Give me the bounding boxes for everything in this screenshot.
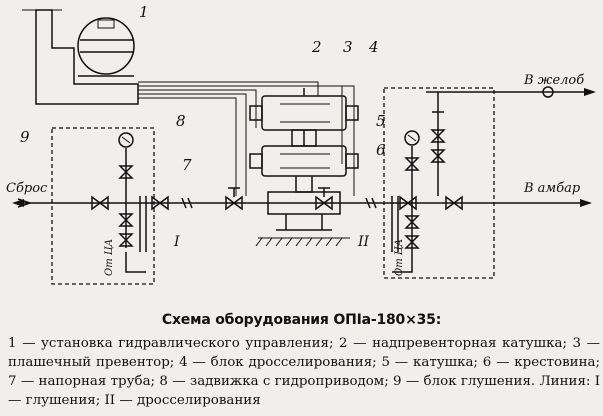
main-line bbox=[12, 88, 596, 208]
label-1: 1 bbox=[139, 3, 149, 21]
from-ca-label-right: От ЦА bbox=[394, 239, 405, 276]
label-6: 6 bbox=[376, 141, 386, 159]
label-4: 4 bbox=[368, 38, 379, 56]
choke-block bbox=[383, 86, 554, 279]
to-gutter-label: В желоб bbox=[523, 73, 584, 88]
kill-block bbox=[51, 127, 155, 285]
wellhead-stack bbox=[249, 88, 359, 247]
line-i-label: I bbox=[173, 234, 180, 250]
discharge-label: Сброс bbox=[6, 181, 48, 196]
caption-title: Схема оборудования ОПIа-180×35: bbox=[161, 312, 442, 328]
hydraulic-control-unit bbox=[22, 9, 139, 105]
hydraulic-lines bbox=[138, 81, 355, 196]
line-ii-label: II bbox=[357, 234, 370, 250]
line-valves bbox=[91, 187, 463, 211]
equipment-schematic: 1 2 3 4 5 6 7 8 9 I II В желоб В амбар С… bbox=[6, 3, 596, 285]
label-3: 3 bbox=[343, 38, 353, 56]
from-ca-label-left: От ЦА bbox=[104, 239, 115, 276]
label-5: 5 bbox=[376, 112, 386, 130]
label-7: 7 bbox=[182, 156, 192, 174]
label-2: 2 bbox=[311, 38, 322, 56]
caption-text: 1 — установка гидравлического управления… bbox=[8, 336, 600, 408]
to-barn-label: В амбар bbox=[523, 181, 581, 196]
label-8: 8 bbox=[176, 112, 186, 130]
label-9: 9 bbox=[20, 128, 30, 146]
